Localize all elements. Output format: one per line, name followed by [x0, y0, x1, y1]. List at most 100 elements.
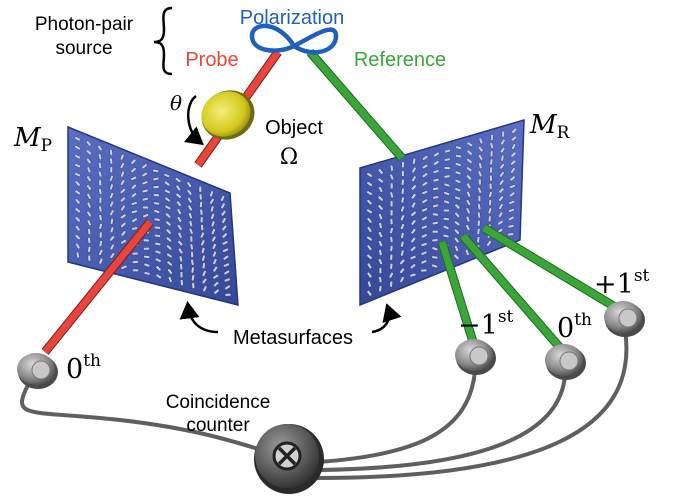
nanostructure — [141, 172, 148, 177]
nanostructure — [120, 230, 127, 237]
nanostructure — [87, 246, 92, 253]
nanostructure — [497, 220, 504, 226]
nanostructure — [421, 225, 428, 230]
nanostructure — [201, 270, 207, 277]
nanostructure — [366, 190, 373, 196]
nanostructure — [420, 250, 428, 256]
nanostructure — [221, 232, 228, 239]
nanostructure — [154, 249, 162, 255]
nanostructure — [109, 166, 113, 173]
nanostructure — [443, 182, 451, 188]
nanostructure — [199, 208, 204, 216]
nanostructure — [86, 219, 92, 226]
nanostructure — [389, 263, 394, 270]
nanostructure — [142, 205, 149, 210]
nanostructure — [141, 163, 148, 169]
nanostructure — [510, 151, 517, 158]
nanostructure — [486, 240, 492, 247]
nanostructure — [164, 196, 171, 203]
nanostructure — [401, 187, 405, 195]
nanostructure — [130, 176, 137, 181]
nanostructure — [477, 154, 484, 161]
nanostructure — [388, 272, 394, 279]
nanostructure — [410, 228, 417, 235]
nanostructure — [442, 225, 450, 230]
nanostructure — [454, 228, 460, 235]
nanostructure — [189, 243, 194, 251]
nanostructure — [143, 247, 150, 251]
nanostructure — [176, 200, 182, 207]
nanostructure — [210, 220, 216, 228]
nanostructure — [465, 215, 471, 223]
nanostructure — [176, 216, 183, 223]
probe-label: Probe — [185, 49, 238, 71]
nanostructure — [511, 135, 517, 142]
nanostructure — [98, 188, 103, 195]
nanostructure — [120, 222, 127, 228]
nanostructure — [187, 204, 193, 211]
nanostructure — [74, 154, 81, 160]
nanostructure — [109, 175, 114, 182]
nanostructure — [190, 259, 195, 266]
nanostructure — [74, 216, 81, 223]
nanostructure — [131, 252, 139, 256]
nanostructure — [489, 158, 494, 166]
theta-rotation-arrow — [183, 94, 204, 146]
nanostructure — [501, 130, 505, 138]
nanostructure — [98, 240, 103, 247]
nanostructure — [507, 232, 514, 237]
nanostructure — [74, 189, 81, 196]
nanostructure — [500, 147, 506, 154]
nanostructure — [109, 235, 115, 242]
nanostructure — [400, 223, 405, 230]
nanostructure — [109, 183, 114, 191]
ref-0th-label: 0th — [557, 310, 592, 344]
mr-label: MR — [529, 110, 571, 143]
nanostructure — [390, 200, 394, 208]
nanostructure — [466, 191, 471, 198]
nanostructure — [209, 198, 215, 205]
nanostructure — [454, 187, 461, 192]
nanostructure — [366, 217, 373, 224]
nanostructure — [213, 288, 220, 295]
object-disc — [201, 90, 255, 140]
nanostructure — [401, 170, 405, 177]
nanostructure — [378, 213, 383, 220]
nanostructure — [74, 136, 81, 142]
nanostructure — [499, 171, 505, 178]
nanostructure — [142, 213, 149, 218]
nanostructure — [167, 268, 173, 275]
nanostructure — [389, 280, 393, 288]
nanostructure — [390, 182, 394, 190]
source-brace — [153, 6, 173, 76]
nanostructure — [390, 164, 394, 172]
nanostructure — [453, 254, 460, 260]
nanostructure — [141, 189, 149, 193]
nanostructure — [432, 195, 439, 200]
nanostructure — [74, 207, 81, 214]
nanostructure — [164, 180, 171, 187]
nanostructure — [201, 247, 206, 254]
nanostructure — [98, 196, 103, 204]
nanostructure — [98, 205, 103, 213]
nanostructure — [98, 162, 102, 169]
nanostructure — [400, 196, 405, 204]
nanostructure — [421, 233, 428, 239]
nanostructure — [411, 193, 417, 200]
nanostructure — [109, 149, 113, 156]
nanostructure — [153, 209, 160, 214]
nanostructure — [378, 285, 383, 292]
nanostructure — [466, 158, 473, 164]
nanostructure — [511, 127, 518, 134]
polarization-loop — [249, 23, 339, 55]
nanostructure — [401, 179, 405, 186]
nanostructure — [421, 198, 428, 204]
nanostructure — [209, 190, 214, 197]
nanostructure — [508, 208, 515, 213]
nanostructure — [454, 170, 462, 176]
nanostructure — [175, 193, 182, 199]
nanostructure — [74, 172, 81, 177]
cables — [20, 328, 629, 480]
nanostructure — [465, 199, 471, 206]
